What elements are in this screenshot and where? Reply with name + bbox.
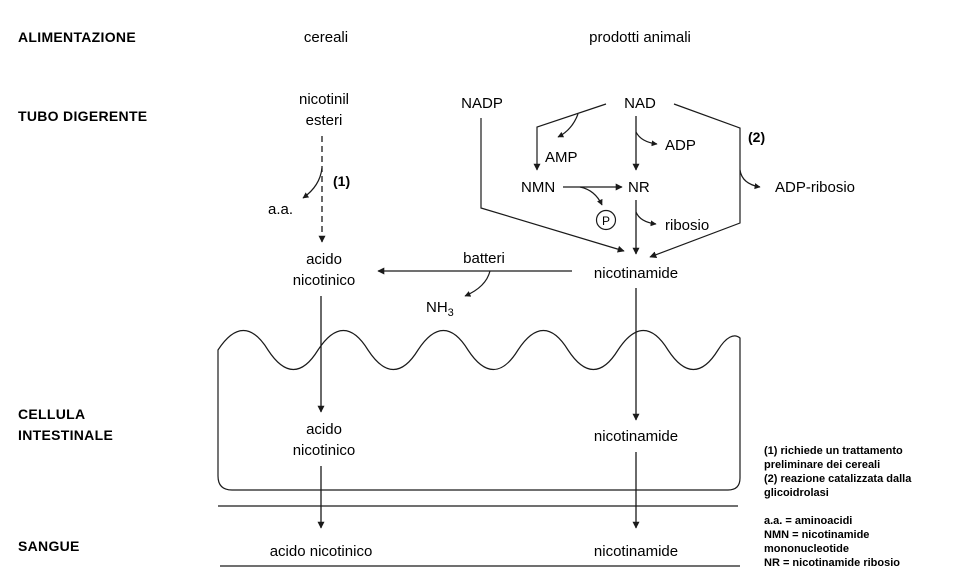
node-acido-sangue: acido nicotinico (270, 543, 373, 560)
intestinal-cell-outline (217, 330, 741, 491)
arrow-to-amp (557, 113, 579, 138)
arrow-to-aa (302, 167, 323, 199)
node-ribosio: ribosio (665, 217, 709, 234)
row-label-alimentazione: ALIMENTAZIONE (18, 29, 136, 45)
abbr-nmn-line2: mononucleotide (764, 543, 849, 555)
column-header-cereali: cereali (304, 29, 348, 46)
node-nicotinamide-cell: nicotinamide (594, 428, 678, 445)
arrow-to-ribosio (635, 211, 657, 227)
node-esteri: esteri (306, 112, 343, 129)
arrow-to-adp (635, 131, 658, 147)
arrow-to-nh3 (464, 270, 491, 297)
row-label-tubo-digerente: TUBO DIGERENTE (18, 108, 147, 124)
note-1-line1: (1) richiede un trattamento (764, 445, 903, 457)
arrow-to-adp-ribosio (739, 169, 761, 190)
arrow-nad-to-nmn (533, 103, 607, 171)
nh3-subscript: 3 (448, 307, 454, 319)
note-2-line2: glicoidrolasi (764, 487, 829, 499)
node-nadp: NADP (461, 95, 503, 112)
arrow-nadp-to-nicotinamide (480, 118, 625, 253)
abbr-aa: a.a. = aminoacidi (764, 515, 852, 527)
row-label-cellula: CELLULA (18, 406, 85, 422)
node-nicotinil: nicotinil (299, 91, 349, 108)
arrow-to-phosphate (579, 186, 603, 206)
row-label-intestinale: INTESTINALE (18, 427, 113, 443)
note-1-line2: preliminare dei cereali (764, 459, 880, 471)
node-acido-cell-line1: acido (306, 421, 342, 438)
node-acido-tubo-line1: acido (306, 251, 342, 268)
node-amp: AMP (545, 149, 578, 166)
node-adp: ADP (665, 137, 696, 154)
node-nad: NAD (624, 95, 656, 112)
note-2-line1: (2) reazione catalizzata dalla (764, 473, 912, 485)
node-nmn: NMN (521, 179, 555, 196)
node-nr: NR (628, 179, 650, 196)
node-aa: a.a. (268, 201, 293, 218)
abbr-nr: NR = nicotinamide ribosio (764, 557, 900, 569)
node-nicotinamide-sangue: nicotinamide (594, 543, 678, 560)
node-acido-cell-line2: nicotinico (293, 442, 356, 459)
label-batteri: batteri (463, 250, 505, 267)
label-step-1: (1) (333, 173, 350, 189)
label-step-2: (2) (748, 129, 765, 145)
node-nicotinamide-tubo: nicotinamide (594, 265, 678, 282)
arrow-nad-to-nicotinamide-via-2 (649, 103, 741, 259)
abbr-nmn-line1: NMN = nicotinamide (764, 529, 869, 541)
phosphate-label: P (602, 214, 610, 228)
node-adp-ribosio: ADP-ribosio (775, 179, 855, 196)
phosphate-circle (595, 209, 617, 231)
column-header-prodotti-animali: prodotti animali (589, 29, 691, 46)
node-nh3: NH3 (426, 299, 454, 319)
node-acido-tubo-line2: nicotinico (293, 272, 356, 289)
row-label-sangue: SANGUE (18, 538, 80, 554)
